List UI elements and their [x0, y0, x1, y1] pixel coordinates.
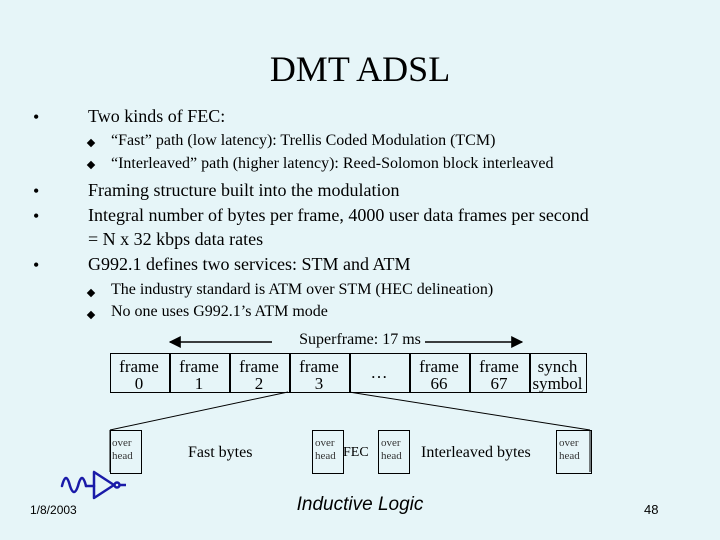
bullet-text-continuation: = N x 32 kbps data rates	[88, 229, 264, 249]
frame-cell	[230, 353, 290, 393]
bullet-marker: •	[33, 206, 40, 226]
sub-bullet-text: No one uses G992.1’s ATM mode	[111, 303, 328, 320]
expand-line-right	[348, 391, 591, 431]
overhead-cell	[378, 430, 410, 474]
expand-line-left	[109, 391, 289, 431]
bullet-text: Two kinds of FEC:	[88, 106, 226, 126]
superframe-label: Superframe: 17 ms	[295, 331, 425, 348]
fast-bytes-label: Fast bytes	[188, 444, 253, 461]
bullet-marker: •	[33, 107, 40, 127]
sub-bullet-text: “Fast” path (low latency): Trellis Coded…	[111, 132, 496, 149]
overhead-cell	[312, 430, 344, 474]
footer-brand: Inductive Logic	[296, 494, 424, 515]
overhead-cell	[556, 430, 592, 474]
frame-cell	[410, 353, 470, 393]
footer-date: 1/8/2003	[30, 503, 77, 517]
interleaved-bytes-label: Interleaved bytes	[421, 444, 531, 461]
synch-symbol-cell	[530, 353, 587, 393]
sub-bullet-text: The industry standard is ATM over STM (H…	[111, 281, 494, 298]
sub-bullet-text: “Interleaved” path (higher latency): Ree…	[111, 155, 554, 172]
bullet-text: G992.1 defines two services: STM and ATM	[88, 254, 411, 274]
bullet-marker: •	[33, 255, 40, 275]
frame-cell	[290, 353, 350, 393]
frame-cell	[350, 353, 410, 393]
overhead-cell	[110, 430, 142, 474]
frame-cell	[470, 353, 530, 393]
bullet-marker: •	[33, 181, 40, 201]
slide-title: DMT ADSL	[269, 49, 451, 89]
frame-cell	[170, 353, 230, 393]
ellipsis-label: …	[370, 363, 388, 382]
page-number: 48	[644, 502, 659, 517]
inductive-logic-logo-icon	[60, 470, 126, 500]
bullet-text: Framing structure built into the modulat…	[88, 180, 400, 200]
fec-label: FEC	[343, 445, 369, 460]
frame-cell	[110, 353, 170, 393]
bullet-text: Integral number of bytes per frame, 4000…	[88, 205, 589, 225]
